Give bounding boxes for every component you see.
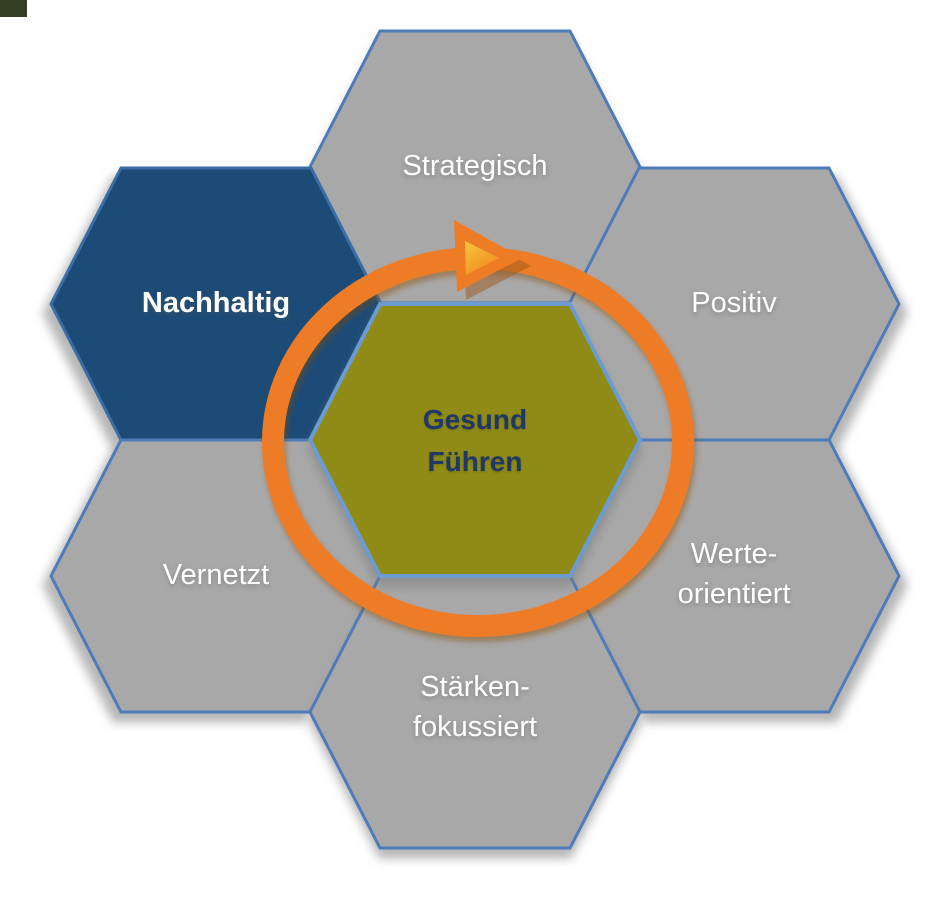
arrowhead-inner	[465, 241, 499, 275]
hexagon-gesund-fuehren	[307, 302, 643, 578]
corner-artifact-square	[0, 0, 27, 17]
clockwise-arrow-icon	[454, 220, 531, 300]
